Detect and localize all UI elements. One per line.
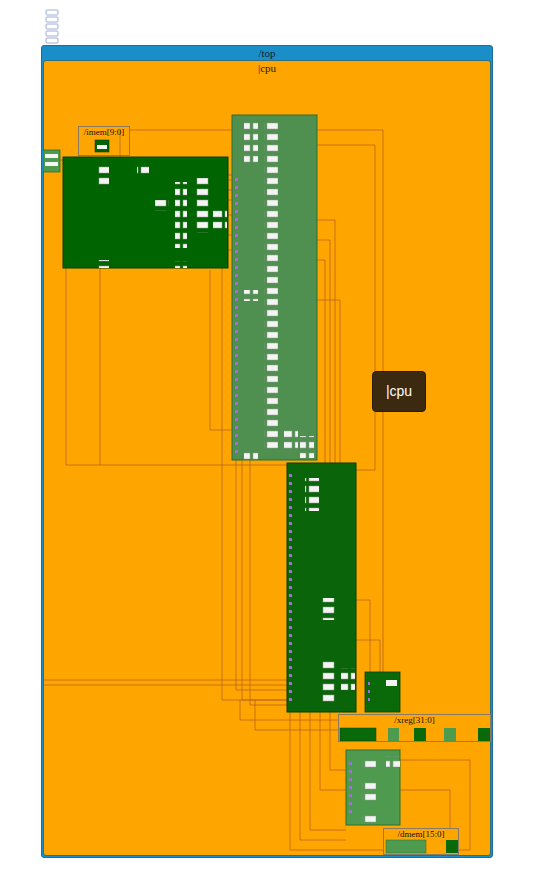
circuit-detail — [45, 154, 58, 158]
circuit-detail — [446, 840, 458, 853]
circuit-detail — [222, 268, 287, 700]
circuit-detail — [195, 178, 209, 233]
circuit-detail — [310, 712, 346, 830]
circuit-detail — [322, 598, 336, 620]
circuit-detail — [386, 680, 397, 686]
circuit-detail — [346, 750, 400, 825]
circuit-detail — [60, 160, 63, 161]
circuit-detail — [320, 712, 346, 790]
circuit-detail — [43, 680, 290, 681]
circuit-detail — [130, 130, 232, 131]
module-label: /top — [42, 47, 492, 60]
circuit-detail — [43, 130, 470, 850]
circuit-detail — [300, 620, 350, 621]
circuit-detail — [255, 700, 338, 730]
circuit-detail — [444, 728, 456, 741]
circuit-detail — [137, 165, 149, 176]
circuit-detail — [356, 640, 380, 672]
hierarchy-box: /xreg[31:0] — [338, 714, 491, 742]
circuit-detail — [289, 470, 295, 705]
pipeline-box: |cpu/imem[9:0] |cpu/xreg[31:0] /dmem[15:0] — [43, 60, 491, 856]
circuit-detail — [228, 190, 238, 455]
module-label: /dmem[15:0] — [384, 829, 458, 839]
circuit-detail — [322, 660, 336, 704]
module-label: /xreg[31:0] — [339, 715, 490, 725]
circuit-detail — [386, 756, 400, 767]
module-label: |cpu — [386, 383, 412, 399]
circuit-detail — [95, 140, 109, 152]
circuit-detail — [317, 220, 335, 470]
circuit-detail — [97, 260, 109, 268]
top-module: /top — [41, 45, 493, 858]
circuit-detail — [175, 261, 187, 268]
pipeline-illustration — [43, 60, 491, 856]
circuit-detail — [264, 122, 278, 452]
circuit-detail — [228, 180, 246, 250]
circuit-detail — [317, 145, 375, 470]
circuit-detail — [368, 682, 372, 706]
circuit-detail — [287, 463, 356, 712]
circuit-detail — [97, 165, 109, 187]
circuit-detail — [365, 672, 400, 712]
tooltip-box: |cpu — [372, 371, 426, 412]
circuit-detail — [362, 812, 376, 823]
circuit-detail — [362, 780, 376, 802]
circuit-detail — [45, 162, 58, 166]
circuit-detail — [341, 668, 355, 690]
circuit-detail — [43, 150, 60, 172]
circuit-detail — [317, 260, 325, 520]
circuit-detail — [300, 625, 350, 626]
circuit-detail — [210, 270, 232, 430]
circuit-detail — [228, 175, 350, 820]
circuit-detail — [317, 240, 356, 500]
circuit-detail — [414, 728, 426, 741]
hierarchy-box: /imem[9:0] — [78, 126, 130, 156]
circuit-detail — [290, 470, 291, 705]
circuit-detail — [478, 728, 490, 741]
circuit-detail — [290, 712, 383, 850]
circuit-detail — [228, 175, 240, 455]
circuit-detail — [240, 700, 338, 720]
circuit-detail — [244, 452, 258, 460]
circuit-detail — [305, 478, 319, 511]
circuit-detail — [300, 712, 346, 840]
circuit-detail — [284, 430, 298, 452]
circuit-detail — [400, 790, 450, 828]
circuit-detail — [100, 268, 101, 465]
circuit-detail — [175, 182, 187, 248]
module-label: |cpu — [44, 62, 490, 75]
circuit-detail — [242, 460, 287, 700]
circuit-detail — [317, 300, 356, 560]
circuit-detail — [388, 728, 399, 741]
circuit-detail — [386, 840, 426, 853]
circuit-detail — [97, 145, 107, 149]
circuit-detail — [232, 115, 317, 460]
circuit-detail — [348, 762, 352, 818]
circuit-detail — [66, 268, 287, 465]
circuit-detail — [356, 600, 370, 672]
circuit-detail — [340, 728, 376, 741]
circuit-detail — [317, 130, 383, 700]
circuit-detail — [244, 290, 258, 301]
circuit-detail — [250, 460, 287, 705]
circuit-detail — [234, 175, 240, 455]
circuit-detail — [244, 122, 258, 166]
circuit-detail — [213, 208, 227, 230]
circuit-detail — [362, 760, 376, 771]
module-label: /imem[9:0] — [79, 127, 129, 137]
circuit-detail — [236, 460, 287, 690]
circuit-detail — [300, 436, 314, 458]
hierarchy-box: /dmem[15:0] — [383, 828, 459, 855]
circuit-detail — [155, 200, 169, 211]
circuit-detail — [43, 685, 290, 686]
circuit-detail — [63, 157, 228, 268]
circuit-detail — [350, 760, 351, 820]
